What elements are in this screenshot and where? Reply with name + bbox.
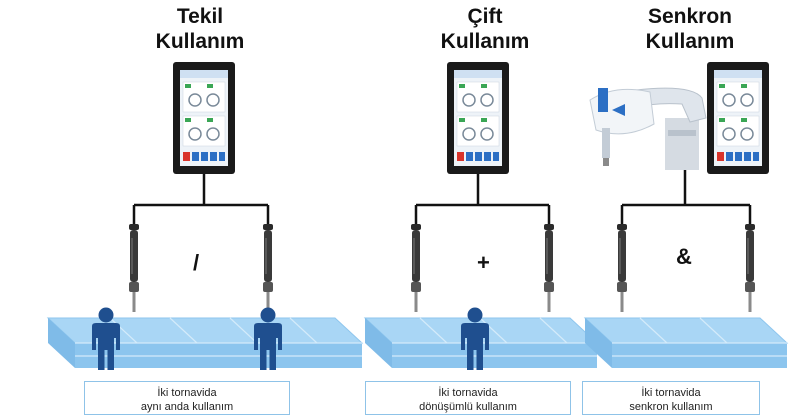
operator-and: & [676,244,692,269]
wire [132,174,270,226]
work-platform [46,317,364,368]
screwdriver-icon [617,224,627,312]
mode-tekil [46,62,364,370]
caption-line2: senkron kullanım [629,401,713,413]
screwdriver-icon [129,224,139,312]
title-senkron: Senkron Kullanım [620,4,760,54]
operator-or: / [193,250,200,275]
operator-plus: + [477,250,490,275]
title-line2: Kullanım [440,30,530,53]
mode-senkron [583,62,789,368]
title-tekil: Tekil Kullanım [135,4,265,54]
caption-line2: aynı anda kullanım [140,401,234,413]
screwdriver-icon [263,224,273,312]
title-line2: Kullanım [645,30,735,53]
screwdriver-icon [544,224,554,312]
work-platform [583,317,789,368]
controller-screen-icon [173,62,235,174]
caption-line1: İki tornavida [438,387,498,399]
caption-cift: İki tornavida dönüşümlü kullanım [365,381,571,415]
caption-line1: İki tornavida [157,387,217,399]
title-cift: Çift Kullanım [420,4,550,54]
wire [620,170,752,226]
caption-tekil: İki tornavida aynı anda kullanım [84,381,290,415]
screwdriver-icon [745,224,755,312]
scara-robot-icon [589,87,707,170]
title-line2: Kullanım [155,30,245,53]
caption-line1: İki tornavida [641,387,701,399]
controller-screen-icon [707,62,769,174]
wire [414,174,551,226]
screwdriver-icon [411,224,421,312]
title-line1: Senkron [647,5,733,28]
title-line1: Çift [467,5,503,28]
title-line1: Tekil [176,5,224,28]
mode-cift [363,62,599,370]
controller-screen-icon [447,62,509,174]
caption-line2: dönüşümlü kullanım [419,401,517,413]
caption-senkron: İki tornavida senkron kullanım [582,381,760,415]
